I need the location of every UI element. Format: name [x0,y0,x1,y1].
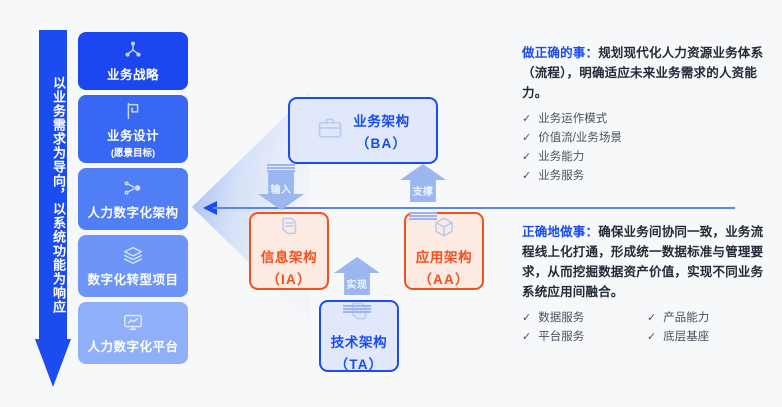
panel-headline: 做正确的事：规划现代化人力资源业务体系（流程），明确适应未来业务需求的人资能力。 [522,43,772,103]
list-item-label: 业务运作模式 [538,113,608,125]
list-item-label: 数据服务 [538,312,585,324]
list-item-label: 价值流/业务场景 [538,132,622,144]
list-item: ✓ 产品能力 [647,309,772,328]
check-icon: ✓ [647,312,657,324]
check-icon: ✓ [522,170,532,182]
arch-box-title: 技术架构 [330,334,388,350]
horizontal-divider [213,207,735,209]
list-item: ✓ 平台服务 [522,328,647,347]
list-item: ✓ 价值流/业务场景 [522,129,772,148]
panel-headline: 正确地做事：确保业务间协同一致，业务流程线上化打通，形成统一数据标准与管理要求，… [522,222,772,302]
arch-box-code: （TA） [334,356,384,372]
list-item: ✓ 业务运作模式 [522,110,772,129]
document-icon [277,215,301,244]
list-item: ✓ 业务服务 [522,167,772,186]
list-item: ✓ 底层基座 [647,328,772,347]
arch-box-application-architecture[interactable]: 应用架构 （AA） [404,212,484,290]
stack-card-hr-digital-platform[interactable]: 人力数字化平台 [78,302,188,364]
flow-arrow-label: 支撑 [412,187,434,198]
sitemap-icon [122,177,144,199]
guiding-principle-arrow: 以业务需求为导向，以系统功能为响应 [35,30,71,390]
list-item-label: 业务服务 [538,170,585,182]
panel-do-things-right: 正确地做事：确保业务间协同一致，业务流程线上化打通，形成统一数据标准与管理要求，… [522,222,772,347]
flow-arrow-realize: 实现 [334,257,380,313]
arch-box-title: 信息架构 [260,249,318,265]
arrow-tail-lines [343,305,371,313]
check-icon: ✓ [522,331,532,343]
stack-card-title: 人力数字化架构 [87,206,179,220]
flow-arrow-label: 实现 [346,280,368,291]
check-icon: ✓ [522,151,532,163]
layers-icon [122,244,144,266]
arch-box-title: 业务架构 [353,113,410,129]
stack-card-title: 数字化转型项目 [87,273,179,287]
list-item-label: 平台服务 [538,331,585,343]
stack-card-title: 人力数字化平台 [87,340,179,354]
flow-arrow-input: 输入 [258,164,304,218]
arrow-tail-lines [267,164,295,172]
panel-bullet-list: ✓ 数据服务 ✓ 产品能力 ✓ 平台服务 ✓ 底层基座 [522,309,772,347]
stack-card-business-design[interactable]: 业务设计 (愿景目标) [78,95,188,163]
arch-box-information-architecture[interactable]: 信息架构 （IA） [249,212,329,290]
panel-do-right-things: 做正确的事：规划现代化人力资源业务体系（流程），明确适应未来业务需求的人资能力。… [522,43,772,186]
stack-card-title: 业务设计 [106,128,159,143]
arch-box-business-architecture[interactable]: 业务架构 （BA） [288,97,438,164]
arrow-shaft [39,30,67,340]
check-icon: ✓ [522,132,532,144]
monitor-chart-icon [122,311,144,333]
list-item-label: 底层基座 [663,331,710,343]
arrow-head [35,339,71,387]
list-item-label: 产品能力 [663,312,710,324]
cube-icon [432,215,456,244]
briefcase-icon [316,114,344,147]
panel-body: 确保业务间协同一致，业务流程线上化打通，形成统一数据标准与管理要求，从而挖掘数据… [522,225,764,299]
share-nodes-icon [122,39,144,61]
stack-card-business-strategy[interactable]: 业务战略 [78,32,188,90]
panel-lead: 做正确的事： [522,46,599,60]
stack-card-hr-digital-architecture[interactable]: 人力数字化架构 [78,168,188,230]
guiding-principle-label: 以业务需求为导向，以系统功能为响应 [51,76,66,314]
check-icon: ✓ [522,312,532,324]
flag-icon [122,100,144,122]
stack-card-title: 业务战略 [106,68,159,82]
panel-body: 规划现代化人力资源业务体系（流程），明确适应未来业务需求的人资能力。 [522,46,764,100]
arch-box-title: 应用架构 [415,249,473,265]
flow-arrow-label: 输入 [270,185,292,196]
list-item: ✓ 数据服务 [522,309,647,328]
list-item-label: 业务能力 [538,151,585,163]
check-icon: ✓ [522,113,532,125]
flow-arrow-support: 支撑 [400,164,446,220]
arch-box-code: （IA） [266,271,312,287]
code-file-icon [347,300,371,329]
arrow-tail-lines [409,212,437,220]
panel-bullet-list: ✓ 业务运作模式 ✓ 价值流/业务场景 ✓ 业务能力 ✓ 业务服务 [522,110,772,186]
check-icon: ✓ [647,331,657,343]
list-item: ✓ 业务能力 [522,148,772,167]
arch-box-code: （BA） [355,135,408,151]
arch-box-code: （AA） [418,271,470,287]
panel-lead: 正确地做事： [522,225,599,239]
stack-card-subtitle: (愿景目标) [110,147,156,159]
stack-card-digital-transformation-project[interactable]: 数字化转型项目 [78,235,188,297]
